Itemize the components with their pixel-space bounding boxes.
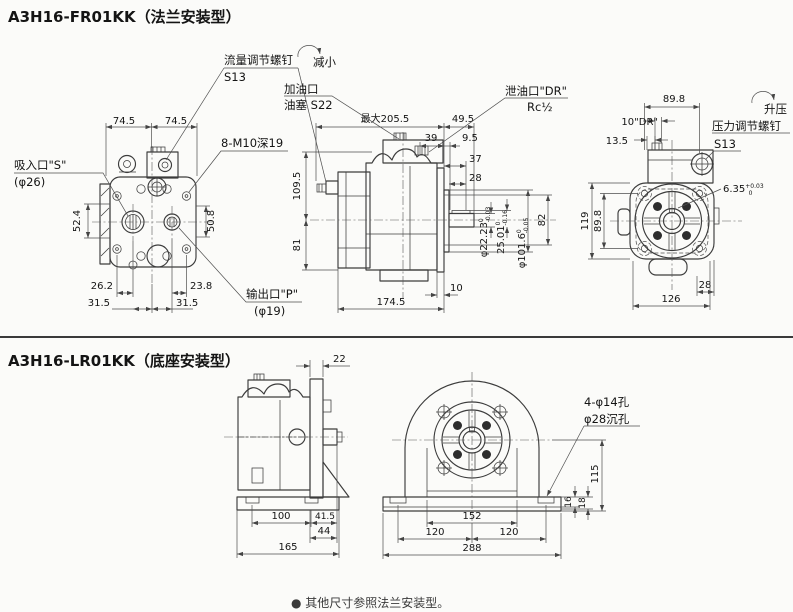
dim-w1: 74.5 bbox=[113, 116, 135, 127]
dim-16: 16 bbox=[564, 496, 574, 508]
bolt-spec-label: 8-M10深19 bbox=[221, 136, 283, 150]
flow-screw-label: 流量调节螺钉 bbox=[224, 53, 293, 67]
dim-120a: 120 bbox=[425, 527, 444, 538]
dim-bolt-v: 89.8 bbox=[593, 210, 604, 232]
callouts-left: 吸入口"S" (φ26) 8-M10深19 输出口"P" (φ19) 流量调节螺… bbox=[14, 45, 336, 318]
pressure-screw-size: S13 bbox=[714, 137, 736, 151]
dim-b3: 31.5 bbox=[88, 298, 110, 309]
flow-screw-size: S13 bbox=[224, 70, 246, 84]
filler-plug-label: 油塞 S22 bbox=[284, 98, 333, 112]
filler-port-label: 加油口 bbox=[284, 82, 319, 96]
dim-37: 37 bbox=[469, 154, 482, 165]
dim-key-h: 25.010-0.16 bbox=[495, 210, 509, 254]
dim-100: 100 bbox=[271, 511, 290, 522]
callouts-foot: 4-φ14孔 φ28沉孔 bbox=[546, 395, 640, 497]
flange-side-view-dims: 最大205.5 49.5 39 9.5 37 28 109.5 81 174.5… bbox=[292, 112, 552, 313]
flange-port-view-dims: 74.5 74.5 52.4 50.8 26.2 23.8 31.5 31.5 bbox=[72, 116, 217, 313]
dim-165: 165 bbox=[278, 542, 297, 553]
suction-port-label: 吸入口"S" bbox=[14, 158, 66, 172]
section1-title: A3H16-FR01KK（法兰安装型） bbox=[8, 8, 241, 26]
dim-h-bot: 81 bbox=[292, 239, 303, 252]
callouts-right: 压力调节螺钉 S13 升压 bbox=[705, 91, 790, 160]
dim-28: 28 bbox=[469, 173, 482, 184]
dim-b2: 23.8 bbox=[190, 281, 212, 292]
footer-note: ● 其他尺寸参照法兰安装型。 bbox=[291, 595, 449, 610]
foot-front-view-dims: 152 120 120 288 16 18 115 bbox=[382, 439, 606, 559]
dim-spigot: φ101.60-0.05 bbox=[516, 218, 530, 269]
dim-135: 13.5 bbox=[606, 136, 628, 147]
dim-body-len: 174.5 bbox=[377, 297, 406, 308]
dim-126: 126 bbox=[661, 294, 680, 305]
section2-title: A3H16-LR01KK（底座安装型） bbox=[8, 352, 240, 370]
decrease-label: 减小 bbox=[313, 55, 336, 69]
dim-b1: 26.2 bbox=[91, 281, 113, 292]
dim-dr-off: 10"DR" bbox=[621, 117, 658, 128]
dim-h-top: 109.5 bbox=[292, 172, 303, 201]
dim-h-outlet: 50.8 bbox=[206, 210, 217, 232]
callouts-middle: 加油口 油塞 S22 泄油口"DR" Rc½ bbox=[284, 82, 568, 153]
dim-95: 9.5 bbox=[462, 133, 478, 144]
increase-label: 升压 bbox=[764, 102, 787, 116]
dim-415: 41.5 bbox=[315, 512, 335, 522]
drain-port-label: 泄油口"DR" bbox=[505, 84, 567, 98]
dim-120b: 120 bbox=[499, 527, 518, 538]
outlet-port-dia: (φ19) bbox=[254, 304, 285, 318]
dim-82: 82 bbox=[537, 214, 548, 227]
dim-shaft-dia: φ22.230-0.03 bbox=[478, 207, 492, 258]
dim-w2: 74.5 bbox=[165, 116, 187, 127]
dim-shaft-len: 49.5 bbox=[452, 114, 474, 125]
dim-44: 44 bbox=[318, 526, 331, 537]
mount-holes-label: 4-φ14孔 bbox=[584, 395, 630, 409]
foot-side-view bbox=[224, 373, 350, 511]
dim-max-len: 最大205.5 bbox=[361, 112, 410, 125]
flange-shaft-view-dims: 89.8 10"DR" 13.5 119 89.8 28 126 6.35+0.… bbox=[580, 94, 764, 310]
dim-18: 18 bbox=[578, 497, 588, 509]
dim-152: 152 bbox=[462, 511, 481, 522]
flange-shaft-view bbox=[610, 140, 742, 290]
flange-side-view bbox=[310, 132, 556, 298]
dim-plate-t: 10 bbox=[450, 283, 463, 294]
mount-holes-cbore: φ28沉孔 bbox=[584, 412, 630, 426]
suction-port-dia: (φ26) bbox=[14, 175, 45, 189]
foot-side-view-dims: 22 100 41.5 44 165 bbox=[236, 354, 350, 558]
foot-front-view bbox=[382, 372, 562, 521]
outlet-port-label: 输出口"P" bbox=[246, 287, 298, 301]
dim-bolt-h: 89.8 bbox=[663, 94, 685, 105]
dim-b4: 31.5 bbox=[176, 298, 198, 309]
dim-288: 288 bbox=[462, 543, 481, 554]
pressure-screw-label: 压力调节螺钉 bbox=[712, 119, 781, 133]
dim-plate: 22 bbox=[333, 354, 346, 365]
flange-port-view bbox=[92, 146, 213, 284]
drain-thread-label: Rc½ bbox=[527, 100, 552, 114]
dim-39: 39 bbox=[425, 133, 438, 144]
flange-holes bbox=[436, 404, 508, 476]
mounting-bolts bbox=[112, 184, 192, 261]
dim-119: 119 bbox=[580, 211, 591, 230]
dim-28r: 28 bbox=[699, 280, 712, 291]
dim-115: 115 bbox=[590, 464, 601, 483]
dim-h-suction: 52.4 bbox=[72, 210, 83, 232]
